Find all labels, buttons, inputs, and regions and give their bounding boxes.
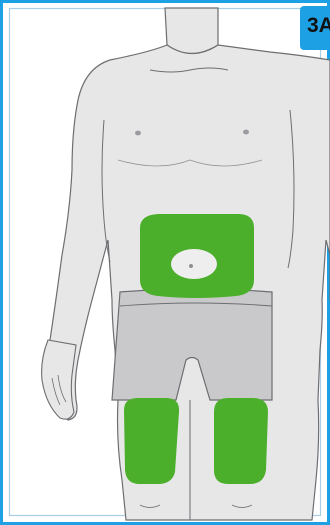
right-nipple	[243, 130, 249, 135]
neck	[165, 8, 218, 54]
step-badge: 3A	[300, 6, 330, 50]
left-nipple	[135, 131, 141, 136]
navel	[189, 264, 193, 268]
right-thigh-injection-site	[214, 398, 268, 484]
left-thigh-injection-site	[124, 398, 179, 484]
navel-exclusion-zone	[171, 249, 217, 279]
